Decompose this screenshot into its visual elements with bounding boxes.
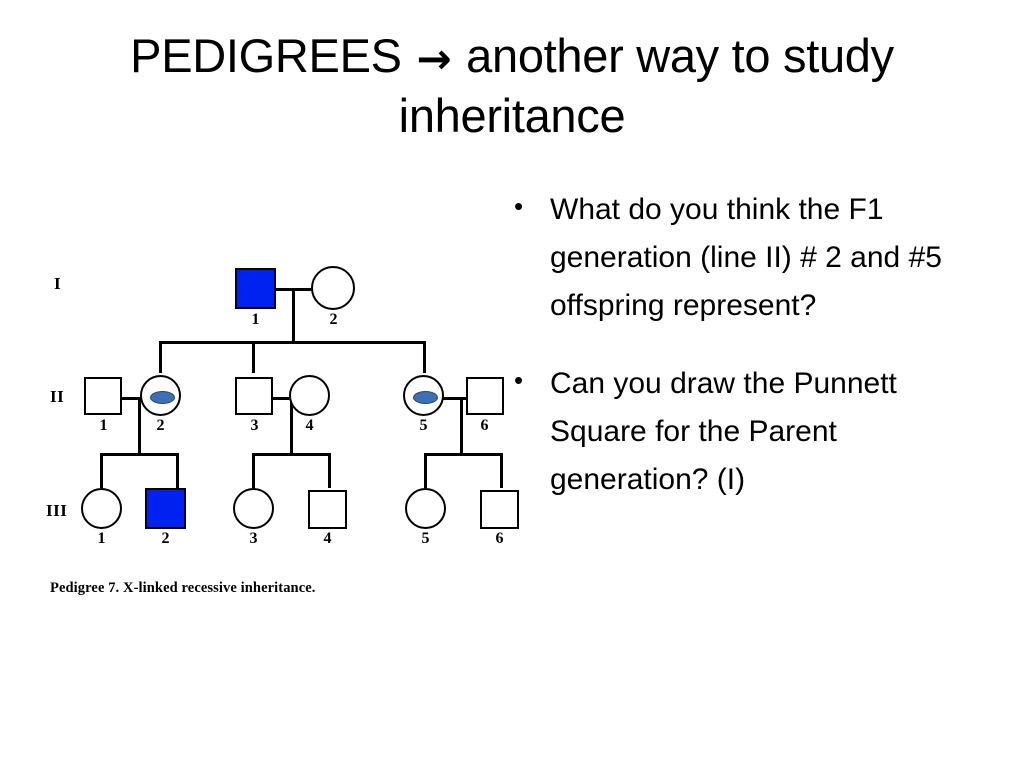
individual-II-4-unaffected-female[interactable] xyxy=(289,375,330,416)
individual-number-III-6: 6 xyxy=(495,530,504,547)
sibship-drop-II-3 xyxy=(252,341,255,373)
individual-II-5-carrier-female[interactable] xyxy=(403,375,444,416)
generation-label-III: III xyxy=(46,501,68,520)
individual-III-1-unaffected-female[interactable] xyxy=(81,488,122,529)
individual-number-II-4: 4 xyxy=(305,417,314,434)
descent-line-II-couple-C xyxy=(460,397,463,453)
list-item: • Can you draw the Punnett Square for th… xyxy=(508,360,978,504)
sibship-line-II xyxy=(159,341,425,344)
bullet-text-question-2: Can you draw the Punnett Square for the … xyxy=(550,367,897,496)
individual-number-II-6: 6 xyxy=(480,417,489,434)
individual-number-II-2: 2 xyxy=(156,417,165,434)
sibship-drop-III-6 xyxy=(500,453,503,488)
individual-III-4-unaffected-male[interactable] xyxy=(308,490,347,529)
carrier-dot-icon xyxy=(413,391,438,404)
bullet-list: • What do you think the F1 generation (l… xyxy=(508,186,978,534)
individual-II-1-unaffected-male[interactable] xyxy=(84,377,122,415)
list-item: • What do you think the F1 generation (l… xyxy=(508,186,978,330)
title-text-line2: inheritance xyxy=(398,89,626,143)
bullet-text-question-1: What do you think the F1 generation (lin… xyxy=(550,193,942,322)
sibship-line-III-B xyxy=(252,453,330,456)
generation-label-II: II xyxy=(50,387,65,406)
title-text-pre: PEDIGREES xyxy=(130,29,402,82)
sibship-drop-II-2 xyxy=(159,341,162,373)
individual-number-III-1: 1 xyxy=(97,530,106,547)
individual-III-5-unaffected-female[interactable] xyxy=(405,488,446,529)
individual-number-II-5: 5 xyxy=(419,417,428,434)
carrier-dot-icon xyxy=(150,391,175,404)
individual-number-I-2: 2 xyxy=(329,311,338,328)
figure-caption: Pedigree 7. X-linked recessive inheritan… xyxy=(50,580,316,596)
descent-line-II-couple-B xyxy=(290,397,293,453)
pedigree-chart: I II III 1 2 1 2 3 4 xyxy=(36,258,519,608)
sibship-line-III-A xyxy=(100,453,178,456)
descent-line-I xyxy=(292,288,295,341)
individual-III-6-unaffected-male[interactable] xyxy=(480,490,519,529)
individual-number-III-4: 4 xyxy=(323,530,332,547)
individual-II-2-carrier-female[interactable] xyxy=(140,375,181,416)
sibship-drop-III-2 xyxy=(176,453,179,488)
individual-I-2-unaffected-female[interactable] xyxy=(311,266,355,310)
individual-III-3-unaffected-female[interactable] xyxy=(233,488,274,529)
sibship-drop-III-4 xyxy=(328,453,331,488)
sibship-drop-III-3 xyxy=(252,453,255,488)
marriage-line-I xyxy=(271,288,331,291)
individual-I-1-affected-male[interactable] xyxy=(235,268,276,309)
right-arrow-icon: → xyxy=(416,34,452,83)
individual-number-II-1: 1 xyxy=(99,417,108,434)
individual-number-III-3: 3 xyxy=(249,530,258,547)
individual-II-6-unaffected-male[interactable] xyxy=(466,377,504,415)
individual-number-I-1: 1 xyxy=(251,311,260,328)
individual-III-2-affected-male[interactable] xyxy=(145,488,186,529)
individual-number-III-5: 5 xyxy=(421,530,430,547)
individual-II-3-unaffected-male[interactable] xyxy=(235,377,273,415)
sibship-drop-III-5 xyxy=(424,453,427,488)
page-title: PEDIGREES → another way to study inherit… xyxy=(60,26,964,146)
generation-label-I: I xyxy=(54,274,62,293)
title-text-post: another way to study xyxy=(466,29,894,82)
descent-line-II-couple-A xyxy=(138,397,141,453)
individual-number-II-3: 3 xyxy=(250,417,259,434)
bullet-point-icon: • xyxy=(514,191,524,221)
bullet-point-icon: • xyxy=(514,365,524,395)
sibship-line-III-C xyxy=(424,453,502,456)
individual-number-III-2: 2 xyxy=(161,530,170,547)
sibship-drop-II-5 xyxy=(423,341,426,373)
sibship-drop-III-1 xyxy=(100,453,103,488)
